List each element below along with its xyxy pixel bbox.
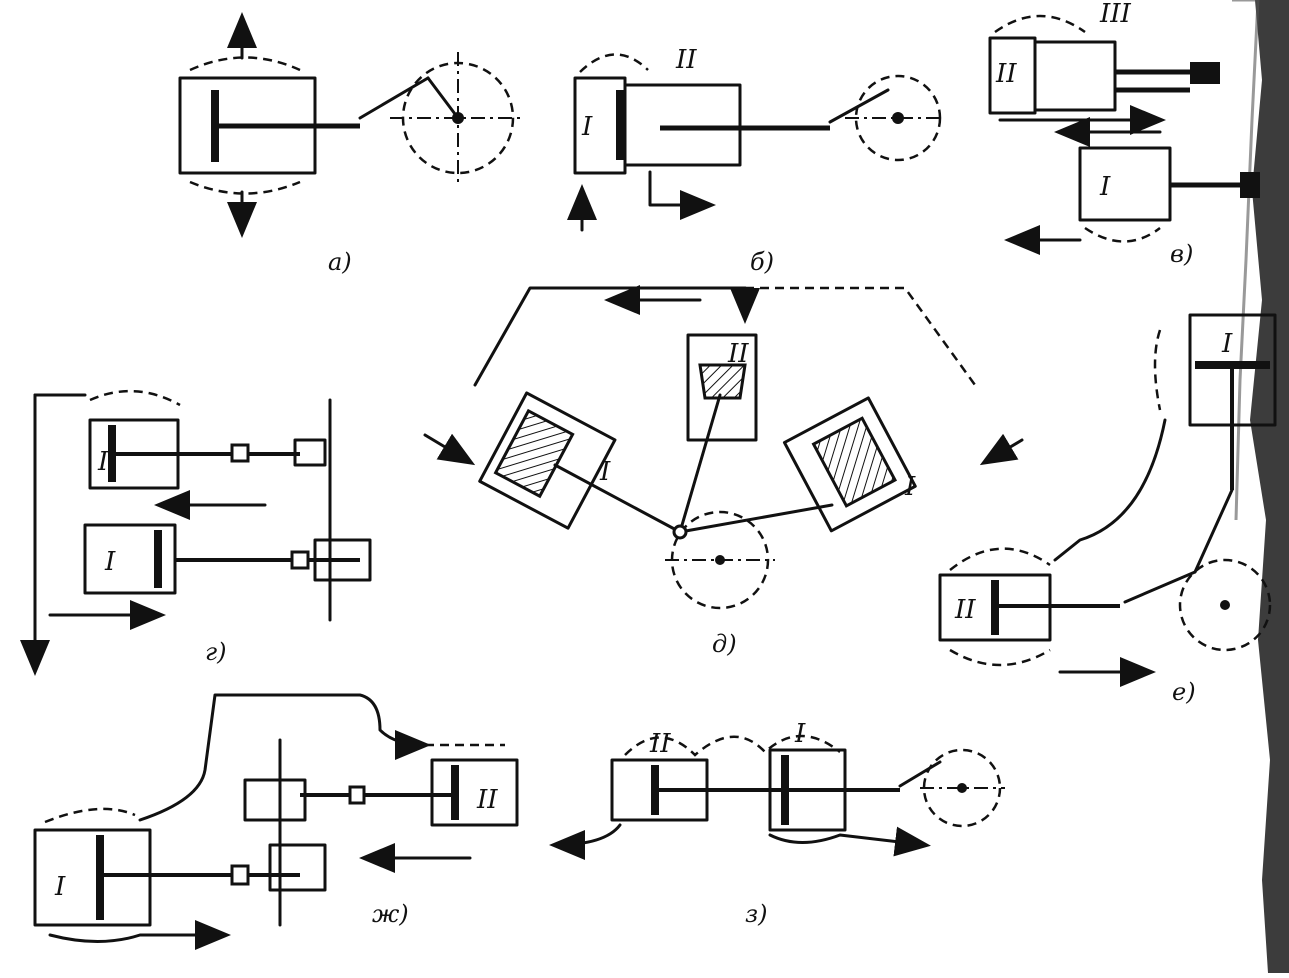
label-z-cyl-1: II <box>649 729 671 759</box>
label-d-cyl-2: I <box>599 457 611 487</box>
label-g-cyl-2: I <box>104 547 116 577</box>
label-zh-cyl-1: II <box>476 785 498 815</box>
scheme-z: II I з) <box>549 719 1005 928</box>
label-e-cyl-2: II <box>954 595 976 625</box>
scheme-e: I II е) <box>938 313 1277 706</box>
label-e: е) <box>1172 678 1196 706</box>
scheme-a: а) <box>178 12 525 276</box>
cylinder-b-II <box>623 83 742 167</box>
scan-edge-shading <box>1232 0 1289 973</box>
label-b-cyl-2: II <box>675 45 697 75</box>
label-zh: ж) <box>372 900 409 928</box>
flywheel-e <box>1178 558 1272 652</box>
label-e-cyl-1: I <box>1221 329 1233 359</box>
label-v-cyl-3: I <box>1099 172 1111 202</box>
crank-a <box>426 76 460 120</box>
cylinder-zh-II <box>430 758 519 827</box>
scheme-zh: II I ж) <box>33 693 519 950</box>
cylinder-v-I <box>1078 146 1172 222</box>
flywheel-z <box>922 748 1002 828</box>
cylinder-zh-I <box>33 828 152 927</box>
label-d: д) <box>712 630 737 658</box>
cylinder-d-II <box>686 333 758 442</box>
label-z-cyl-2: I <box>794 719 806 749</box>
label-v-cyl-1: II <box>995 59 1017 89</box>
cylinder-d-I-right <box>782 396 917 533</box>
scheme-d: II I I д) <box>423 285 1024 658</box>
label-v: в) <box>1170 240 1193 268</box>
scheme-v: II III I в) <box>988 0 1260 268</box>
label-z: з) <box>745 900 767 928</box>
scheme-b: I II б) <box>567 45 945 276</box>
label-a: а) <box>328 248 352 276</box>
label-b-cyl-1: I <box>581 112 593 142</box>
label-g: г) <box>205 638 227 666</box>
label-zh-cyl-2: I <box>54 872 66 902</box>
cylinder-v-III <box>1033 40 1117 112</box>
label-g-cyl-1: I <box>97 447 109 477</box>
label-d-cyl-3: I <box>904 472 916 502</box>
connecting-rod-a <box>358 76 430 120</box>
label-d-cyl-1: II <box>727 339 749 369</box>
scheme-g: I I г) <box>20 389 372 676</box>
label-v-cyl-2: III <box>1099 0 1132 29</box>
label-b: б) <box>750 248 774 276</box>
